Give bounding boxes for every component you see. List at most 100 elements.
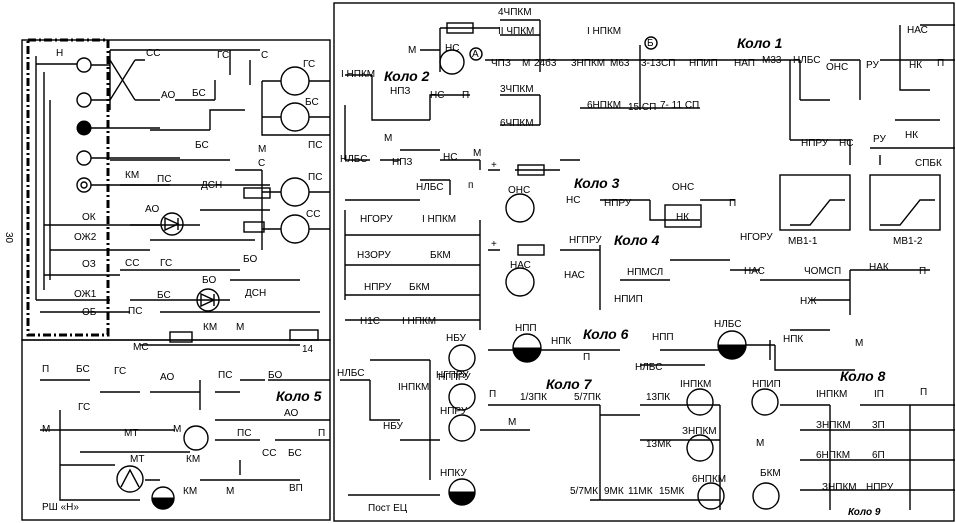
k7-m: М <box>508 417 516 428</box>
k2-npz2: НПЗ <box>392 157 412 168</box>
k2-ns: НС <box>430 90 444 101</box>
contact-ps2: ПС <box>128 306 142 317</box>
plus-2: + <box>491 239 497 250</box>
bl-label-m2: М <box>173 424 181 435</box>
relay-nas <box>505 267 535 297</box>
left-panel-frame <box>21 39 331 341</box>
relay-6npkm <box>697 482 725 510</box>
k8-p: П <box>920 387 927 398</box>
k1-m33: М33 <box>762 55 782 66</box>
k7-npip: НПИП <box>752 379 781 390</box>
k3-nk: НК <box>676 212 689 223</box>
marker-b-circle <box>644 36 658 50</box>
k1-nk: НК <box>909 60 922 71</box>
main-title: Пост ЕЦ <box>368 503 408 514</box>
marker-a: А <box>472 49 479 60</box>
lamp-2 <box>76 92 92 108</box>
relay-label-npru: НПРУ <box>440 406 468 417</box>
k8-npru: НПРУ <box>866 482 894 493</box>
resistor-top <box>446 22 474 34</box>
relay-label-m: М <box>258 144 266 155</box>
relay-npip <box>751 388 779 416</box>
bl-label-m: М <box>42 424 50 435</box>
lamp-label-oz: ОЗ <box>82 259 96 270</box>
contact-gc1: ГС <box>217 50 229 61</box>
circuit-label-4: Коло 4 <box>614 232 660 248</box>
k1-24b3: 24б3 <box>534 57 557 69</box>
k7-znpkm: ЗНПКМ <box>682 426 717 437</box>
circuit-label-3: Коло 3 <box>574 175 620 191</box>
lamp-3 <box>76 120 92 136</box>
contact-ps1: ПС <box>157 174 171 185</box>
k4-npmsl: НПМСЛ <box>627 267 663 278</box>
k3-ons: ОНС <box>672 182 694 193</box>
relay-label-bkm: БКМ <box>760 468 781 479</box>
k1-p: П <box>937 58 944 69</box>
main-labels: 4ЧПКМ II ЧПКМ I НПКМ ЧПЗ М 24б3 3ЧПКМ 3Н… <box>337 7 944 514</box>
bl-label-p: П <box>42 364 49 375</box>
relay-ons <box>505 193 535 223</box>
bl-label-mt: МТ <box>124 428 138 439</box>
contact-km2: КМ <box>203 322 217 333</box>
relay-m-bottom <box>183 425 209 451</box>
k4-npru: НПРУ <box>364 282 392 293</box>
k2-m2: М <box>473 148 481 159</box>
resistor-nas <box>517 244 545 256</box>
k7-ngpru: НГПРУ <box>436 370 469 381</box>
relay-label-bs: БС <box>305 97 319 108</box>
resistor-ms <box>169 331 193 343</box>
k8-znpkm: ЗНПКМ <box>816 420 851 431</box>
relay-label-nas: НАС <box>510 260 531 271</box>
bl-label-p2: П <box>318 428 325 439</box>
bottom-left-circuit: П БС ГС АО ГС М МТ М КМ ПС СС БС БО АО П… <box>40 364 330 513</box>
marker-b: Б <box>647 38 654 49</box>
left-panel-contacts: СС ГС С АО БС БС КМ ПС ДСН АО СС ГС БС Б… <box>109 48 320 355</box>
relay-label-gc: ГС <box>303 59 315 70</box>
k1-7-11sp: 7- 11 СП <box>660 100 699 111</box>
k6-npk: НПК <box>551 336 571 347</box>
k1-inpkm: I НПКМ <box>587 26 621 37</box>
relay-nk <box>664 204 702 228</box>
k4-nzoru: НЗОРУ <box>357 250 391 261</box>
k2-nlbs: НЛБС <box>340 154 367 165</box>
contact-dsn2: ДСН <box>245 288 266 299</box>
relay-ns <box>439 49 465 75</box>
bl-label-ps: ПС <box>237 428 251 439</box>
k8-ip: IП <box>874 389 884 400</box>
k2-nlbs2: НЛБС <box>416 182 443 193</box>
k7-p: П <box>489 389 496 400</box>
k3-npru2: НПРУ <box>801 138 829 149</box>
relay-label-ons: ОНС <box>508 185 530 196</box>
resistor-ons <box>517 164 545 176</box>
k4-nas2: НАС <box>744 266 765 277</box>
k8-3p: 3П <box>872 420 885 431</box>
k7-13mk: 13МК <box>646 439 671 450</box>
k7-9mk: 9МК <box>604 486 624 497</box>
bl-label-ps2: ПС <box>218 370 232 381</box>
k2-p2: п <box>468 180 473 191</box>
main-relays <box>439 22 941 510</box>
k1-ons: ОНС <box>826 62 848 73</box>
k2-npz: НПЗ <box>390 86 410 97</box>
k4-p: П <box>919 266 926 277</box>
k8-6npkm: 6НПКМ <box>816 450 850 461</box>
diode-bo <box>196 288 220 312</box>
relay-nbu <box>448 344 476 372</box>
lamp-label-ozh1: ОЖ1 <box>74 289 97 300</box>
k1-npip: НПИП <box>689 58 718 69</box>
k1-nlbs: НЛБС <box>793 55 820 66</box>
k7-inpkm: IНПКМ <box>398 382 429 393</box>
k7-m2: М <box>756 438 764 449</box>
k7-57mk: 5/7МК <box>570 486 598 497</box>
relay-inpkm <box>686 388 714 416</box>
k7-13pk2: 13ПК <box>646 392 670 403</box>
k1-4chpkm: 4ЧПКМ <box>498 7 532 18</box>
k7-6npkm: 6НПКМ <box>692 474 726 485</box>
relay-npru <box>448 414 476 442</box>
relay-ngpru <box>448 383 476 411</box>
circuit-label-8: Коло 8 <box>840 368 886 384</box>
lamp-n <box>76 57 92 73</box>
k7-nbu: НБУ <box>383 421 404 432</box>
mt-motor <box>116 465 144 493</box>
